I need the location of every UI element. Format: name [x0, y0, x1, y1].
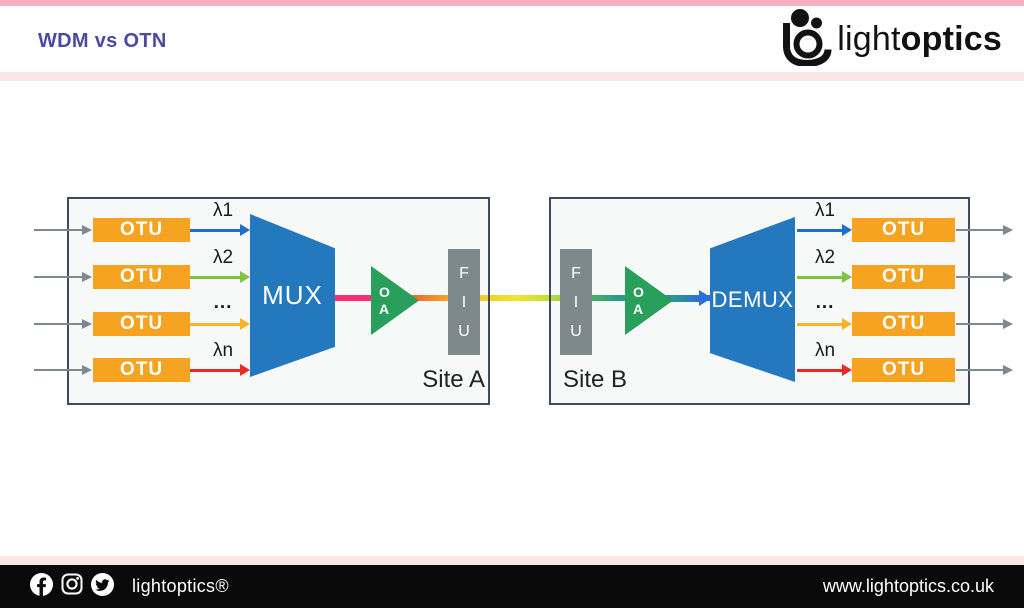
- wavelength-arrow: [797, 364, 852, 376]
- fiu-label: F: [459, 264, 469, 282]
- demux-shape: DEMUX: [710, 217, 795, 382]
- instagram-icon: [61, 573, 83, 600]
- oa-label: A: [379, 300, 390, 317]
- output-arrow: [956, 272, 1013, 282]
- output-arrow: [956, 365, 1013, 375]
- footer-website: www.lightoptics.co.uk: [822, 576, 994, 596]
- otu-box: OTU: [852, 358, 955, 382]
- facebook-icon: [30, 572, 53, 601]
- fiu-label: I: [573, 293, 579, 311]
- wavelength-arrow: [190, 271, 250, 283]
- fiu-unit: F I U: [448, 249, 480, 355]
- otu-box: OTU: [852, 265, 955, 289]
- lambda-label: λ2: [212, 247, 234, 268]
- wavelength-line: [335, 295, 711, 301]
- fiu-label: F: [571, 264, 581, 282]
- demux-label: DEMUX: [711, 286, 794, 312]
- otu-box: OTU: [852, 312, 955, 336]
- footer-bar: lightoptics® www.lightoptics.co.uk: [0, 565, 1024, 608]
- logo-text-light: light: [837, 20, 901, 58]
- fiu-label: U: [570, 322, 582, 340]
- mux-label: MUX: [262, 280, 323, 310]
- wavelength-arrow: [797, 318, 852, 330]
- lambda-label: λ2: [814, 247, 836, 268]
- footer-accent-strip: [0, 556, 1024, 565]
- otu-box: OTU: [93, 312, 190, 336]
- wavelength-arrow: [797, 271, 852, 283]
- lambda-label: λn: [814, 340, 836, 361]
- otu-box: OTU: [93, 218, 190, 242]
- mux-shape: MUX: [250, 214, 335, 377]
- logo-text: lightoptics: [837, 20, 1002, 59]
- social-icons: [30, 572, 114, 601]
- lambda-label: λ1: [814, 200, 836, 221]
- site-a-border-cross: [488, 293, 490, 303]
- site-a-label: Site A: [422, 366, 485, 393]
- demux-input-arrow: [671, 290, 712, 306]
- twitter-icon: [91, 572, 114, 601]
- output-arrow: [956, 225, 1013, 235]
- logo-mark-icon: [781, 8, 833, 71]
- logo: lightoptics: [781, 8, 1002, 71]
- fiu-label: U: [458, 322, 470, 340]
- lambda-label: λn: [212, 340, 234, 361]
- wavelength-arrow: [797, 224, 852, 236]
- input-arrow: [34, 319, 92, 329]
- lambda-label: ...: [815, 292, 835, 313]
- oa-label: A: [633, 300, 644, 317]
- input-arrow: [34, 365, 92, 375]
- otu-box: OTU: [93, 265, 190, 289]
- oa-label: O: [633, 283, 644, 300]
- header-divider: [0, 72, 1024, 81]
- lambda-label: λ1: [212, 200, 234, 221]
- lambda-label: ...: [213, 292, 233, 313]
- oa-label: O: [379, 283, 390, 300]
- site-b-border-cross: [549, 293, 551, 303]
- page-title: WDM vs OTN: [38, 30, 167, 52]
- input-arrow: [34, 225, 92, 235]
- wavelength-arrow: [190, 224, 250, 236]
- site-b-label: Site B: [563, 366, 628, 393]
- output-arrow: [956, 319, 1013, 329]
- header-accent-strip: [0, 0, 1024, 6]
- wavelength-arrow: [190, 318, 250, 330]
- footer-brand: lightoptics®: [132, 576, 229, 596]
- fiu-label: I: [461, 293, 467, 311]
- otu-box: OTU: [852, 218, 955, 242]
- wavelength-arrow: [190, 364, 250, 376]
- input-arrow: [34, 272, 92, 282]
- otu-box: OTU: [93, 358, 190, 382]
- logo-text-bold: optics: [900, 20, 1002, 58]
- fiu-unit: F I U: [560, 249, 592, 355]
